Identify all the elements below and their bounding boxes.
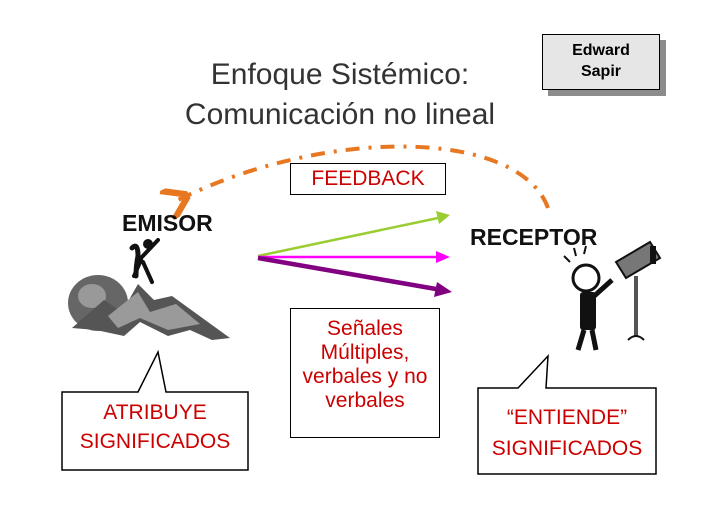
receptor-label: RECEPTOR	[470, 224, 598, 250]
signals-line3: verbales y no	[302, 365, 428, 388]
atribuye-line2: SIGNIFICADOS	[79, 430, 231, 453]
signals-line1: Señales	[327, 317, 403, 340]
author-badge-line1: Edward	[572, 42, 630, 59]
signal-arrow-green	[257, 211, 450, 258]
atribuye-callout-text: ATRIBUYE SIGNIFICADOS	[62, 398, 248, 456]
diagram-title-line1: Enfoque Sistémico:	[210, 58, 470, 91]
entiende-line1: “ENTIENDE”	[506, 406, 628, 429]
atribuye-line1: ATRIBUYE	[103, 401, 207, 424]
entiende-line2: SIGNIFICADOS	[491, 437, 643, 460]
author-badge: Edward Sapir	[542, 34, 660, 90]
diagram-title-line2: Comunicación no lineal	[184, 98, 496, 131]
signal-arrow-purple	[257, 255, 452, 297]
signals-line4: verbales	[325, 389, 405, 412]
signals-line2: Múltiples,	[320, 341, 410, 364]
signals-box: Señales Múltiples, verbales y no verbale…	[290, 308, 440, 438]
author-badge-line2: Sapir	[580, 63, 621, 80]
sender-figure-icon	[68, 238, 230, 340]
entiende-callout-bubble	[477, 353, 657, 475]
entiende-callout-text: “ENTIENDE” SIGNIFICADOS	[478, 402, 656, 464]
feedback-label: FEEDBACK	[290, 163, 446, 195]
emisor-label: EMISOR	[122, 210, 213, 236]
signal-arrow-magenta	[258, 251, 450, 263]
atribuye-callout-bubble	[61, 349, 249, 471]
receiver-figure-icon	[563, 240, 662, 351]
